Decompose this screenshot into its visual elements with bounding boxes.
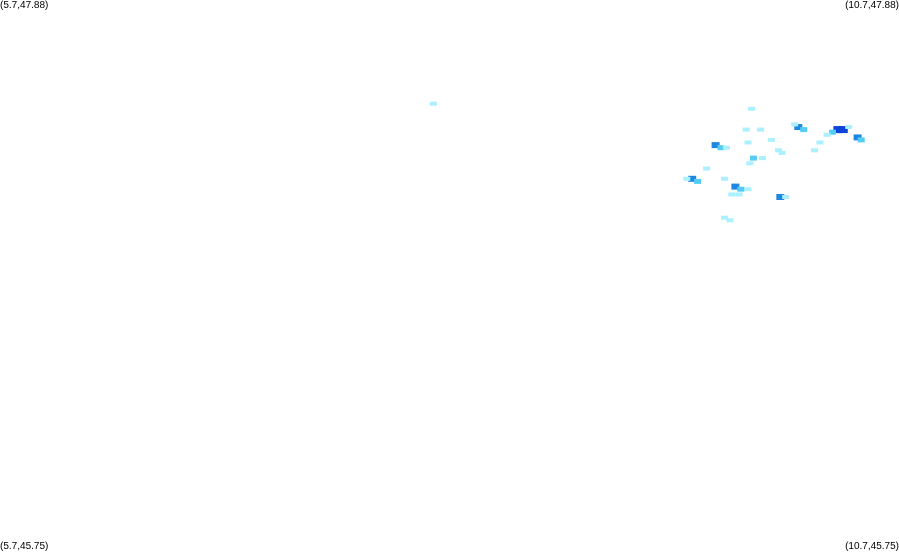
- precip-cell: [811, 148, 818, 153]
- precip-cell: [721, 215, 729, 220]
- precip-cell: [722, 145, 730, 150]
- precip-cell: [749, 155, 757, 161]
- precip-cell: [757, 127, 765, 132]
- precip-cell: [429, 101, 437, 106]
- precip-cell: [791, 122, 799, 127]
- precip-cell: [744, 187, 752, 192]
- precip-cell: [721, 176, 729, 181]
- precip-cell: [744, 140, 752, 145]
- precip-cell: [816, 140, 824, 145]
- precip-cell: [731, 183, 740, 190]
- precip-cell: [853, 134, 862, 141]
- corner-label-bottom-right: (10.7,45.75): [845, 541, 899, 552]
- precip-cell: [748, 106, 756, 111]
- precip-cell: [746, 161, 754, 166]
- precip-cell: [845, 125, 853, 129]
- precip-cell: [728, 192, 736, 197]
- precip-cell: [800, 127, 808, 133]
- precip-cell: [775, 148, 782, 153]
- precip-cell: [742, 127, 750, 132]
- corner-label-top-right: (10.7,47.88): [845, 0, 899, 11]
- precip-cell: [717, 145, 725, 151]
- precip-cell: [833, 126, 843, 134]
- precip-cell: [688, 175, 697, 182]
- precip-cell: [767, 137, 775, 142]
- corner-label-top-left: (5.7,47.88): [0, 0, 49, 11]
- precip-cell: [776, 194, 785, 200]
- precip-cell: [694, 178, 702, 184]
- precip-cell: [703, 166, 711, 171]
- precip-cell: [726, 218, 734, 223]
- precip-cell: [778, 150, 786, 155]
- precip-cell: [823, 132, 831, 137]
- precip-cell: [711, 142, 720, 149]
- corner-label-bottom-left: (5.7,45.75): [0, 541, 49, 552]
- precip-cell: [838, 126, 848, 134]
- precip-cell: [794, 124, 803, 130]
- precip-cell: [829, 129, 836, 135]
- precip-cell: [737, 186, 745, 192]
- precip-cell: [782, 195, 790, 199]
- precip-cell: [735, 192, 743, 197]
- precip-cell: [758, 156, 766, 161]
- precip-cell: [683, 176, 691, 181]
- precip-cell: [857, 137, 865, 143]
